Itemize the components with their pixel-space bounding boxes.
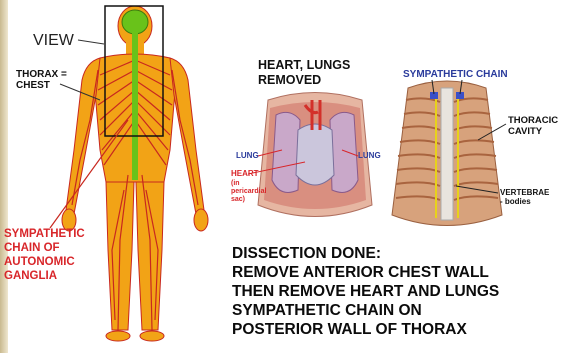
- vertebrae-label: VERTEBRAE - bodies: [500, 188, 549, 206]
- vertebral-column: [441, 88, 453, 220]
- thoracic-cavity-label: THORACIC CAVITY: [508, 115, 558, 137]
- sympathetic-ganglia-label: SYMPATHETIC CHAIN OF AUTONOMIC GANGLIA: [4, 227, 85, 283]
- view-label: VIEW: [33, 33, 74, 49]
- dissection-caption: DISSECTION DONE: REMOVE ANTERIOR CHEST W…: [232, 244, 499, 339]
- lung-right-label: LUNG: [358, 152, 381, 160]
- lung-left-label: LUNG: [236, 152, 259, 160]
- thorax-label: THORAX = CHEST: [16, 69, 67, 91]
- heart-label: HEART: [231, 170, 259, 178]
- pericardial-sac-label: (in pericardial sac): [231, 180, 266, 204]
- heart-lungs-removed-title: HEART, LUNGS REMOVED: [258, 58, 350, 88]
- sympathetic-chain-title: SYMPATHETIC CHAIN: [403, 70, 508, 80]
